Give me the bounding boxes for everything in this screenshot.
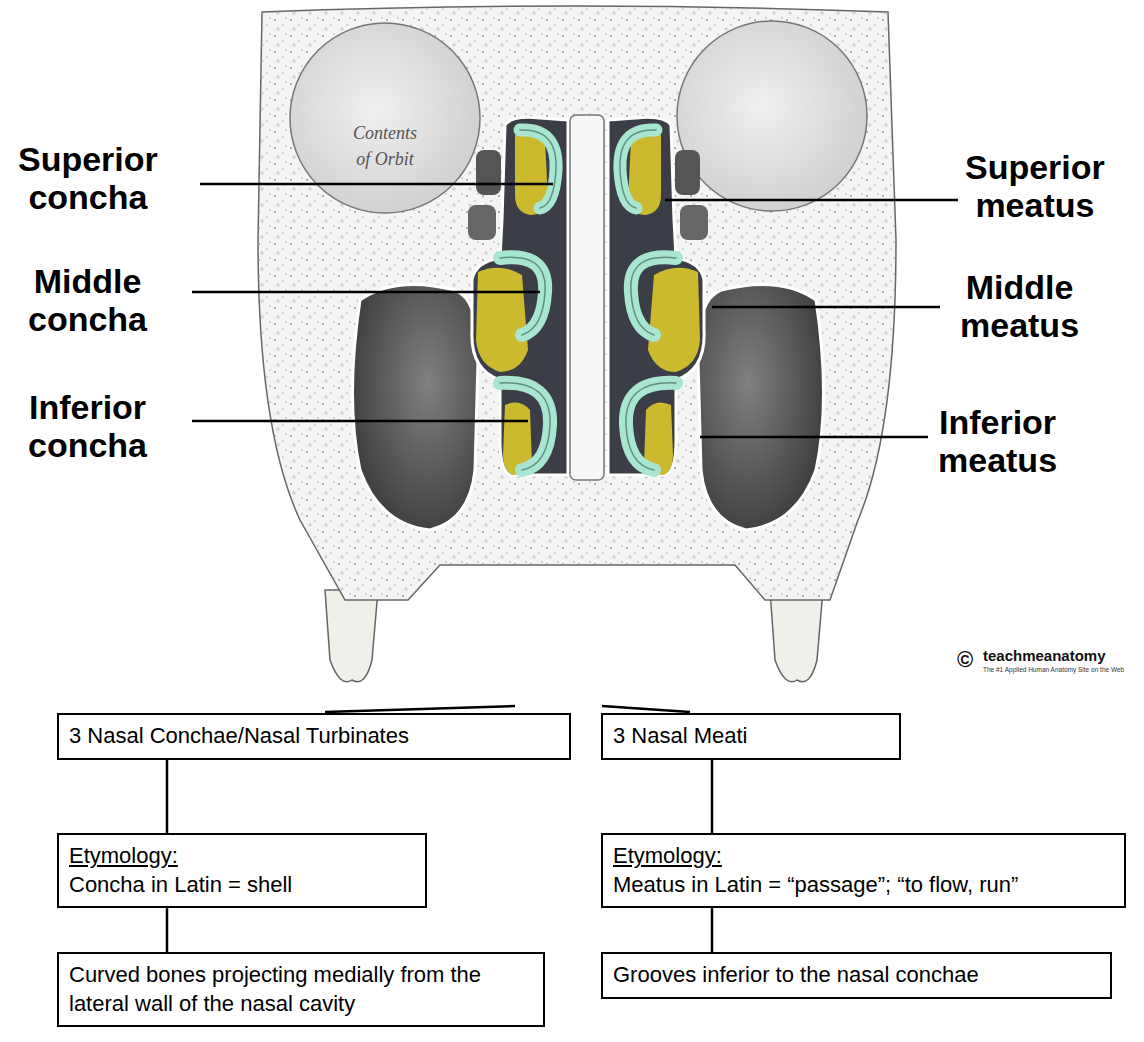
box-text: Meatus in Latin = “passage”; “to flow, r… (613, 871, 1114, 900)
box-heading: Etymology: (69, 842, 415, 871)
nasal-septum (570, 115, 604, 480)
part-label: Inferior concha (28, 388, 147, 464)
box-text: Curved bones projecting medially from th… (69, 961, 533, 1018)
definition-box: Curved bones projecting medially from th… (57, 952, 545, 1027)
connector (166, 908, 169, 952)
connector (711, 760, 714, 833)
category-box: 3 Nasal Conchae/Nasal Turbinates (57, 713, 571, 760)
watermark: teachmeanatomy (983, 647, 1106, 664)
illustration-label: Contents of Orbit (344, 120, 426, 172)
nasal-half-mirror (608, 117, 824, 530)
teeth (325, 590, 823, 682)
box-heading: Etymology: (613, 842, 1114, 871)
etymology-box: Etymology:Concha in Latin = shell (57, 833, 427, 908)
box-text: Grooves inferior to the nasal conchae (613, 961, 1100, 990)
part-label: Middle concha (28, 262, 147, 338)
connector (166, 760, 169, 833)
box-text: 3 Nasal Meati (613, 722, 889, 751)
part-label: Superior concha (18, 140, 158, 216)
box-text: 3 Nasal Conchae/Nasal Turbinates (69, 722, 559, 751)
converging-lines (325, 706, 690, 712)
bone-section (258, 6, 896, 600)
category-box: 3 Nasal Meati (601, 713, 901, 760)
definition-box: Grooves inferior to the nasal conchae (601, 952, 1112, 999)
nasal-half (353, 117, 569, 530)
part-label: Superior meatus (965, 148, 1105, 224)
copyright-mark: © (953, 648, 977, 672)
part-label: Inferior meatus (938, 403, 1057, 479)
etymology-box: Etymology:Meatus in Latin = “passage”; “… (601, 833, 1126, 908)
connector (711, 908, 714, 952)
watermark-tagline: The #1 Applied Human Anatomy Site on the… (983, 666, 1124, 674)
box-text: Concha in Latin = shell (69, 871, 415, 900)
part-label: Middle meatus (960, 268, 1079, 344)
leader-lines (192, 184, 958, 437)
